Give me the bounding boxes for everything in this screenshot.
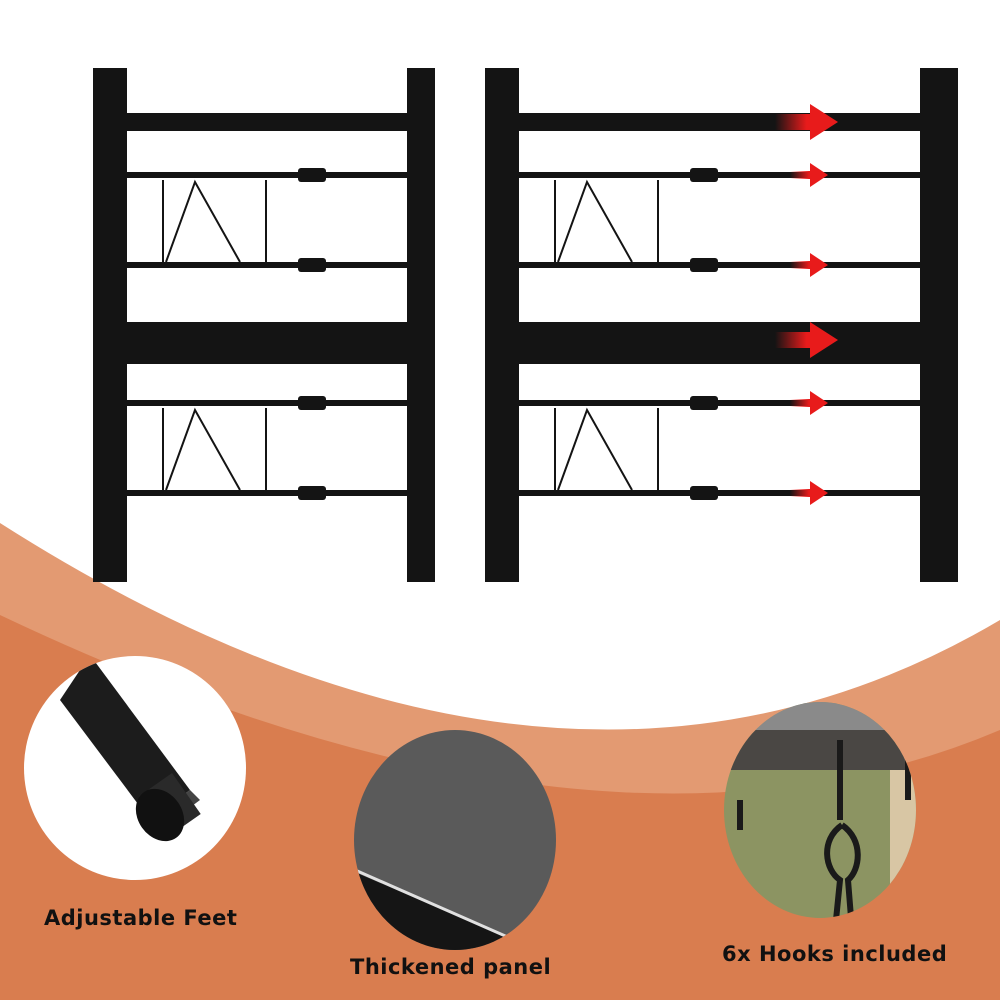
adjustable-foot-closeup [24, 656, 246, 880]
arrow-right-icon [790, 391, 828, 415]
caption-thickened-panel: Thickened panel [350, 955, 552, 979]
arrow-right-icon [790, 481, 828, 505]
caption-adjustable-feet: Adjustable Feet [44, 906, 238, 930]
shelf-extended [485, 68, 958, 582]
caption-hooks-included: 6x Hooks included [722, 942, 948, 966]
arrow-right-icon [775, 104, 838, 140]
shelf-collapsed [93, 68, 435, 582]
arrow-right-icon [790, 253, 828, 277]
arrow-right-icon [790, 163, 828, 187]
arrow-right-icon [775, 322, 838, 358]
extend-arrows [775, 104, 838, 505]
